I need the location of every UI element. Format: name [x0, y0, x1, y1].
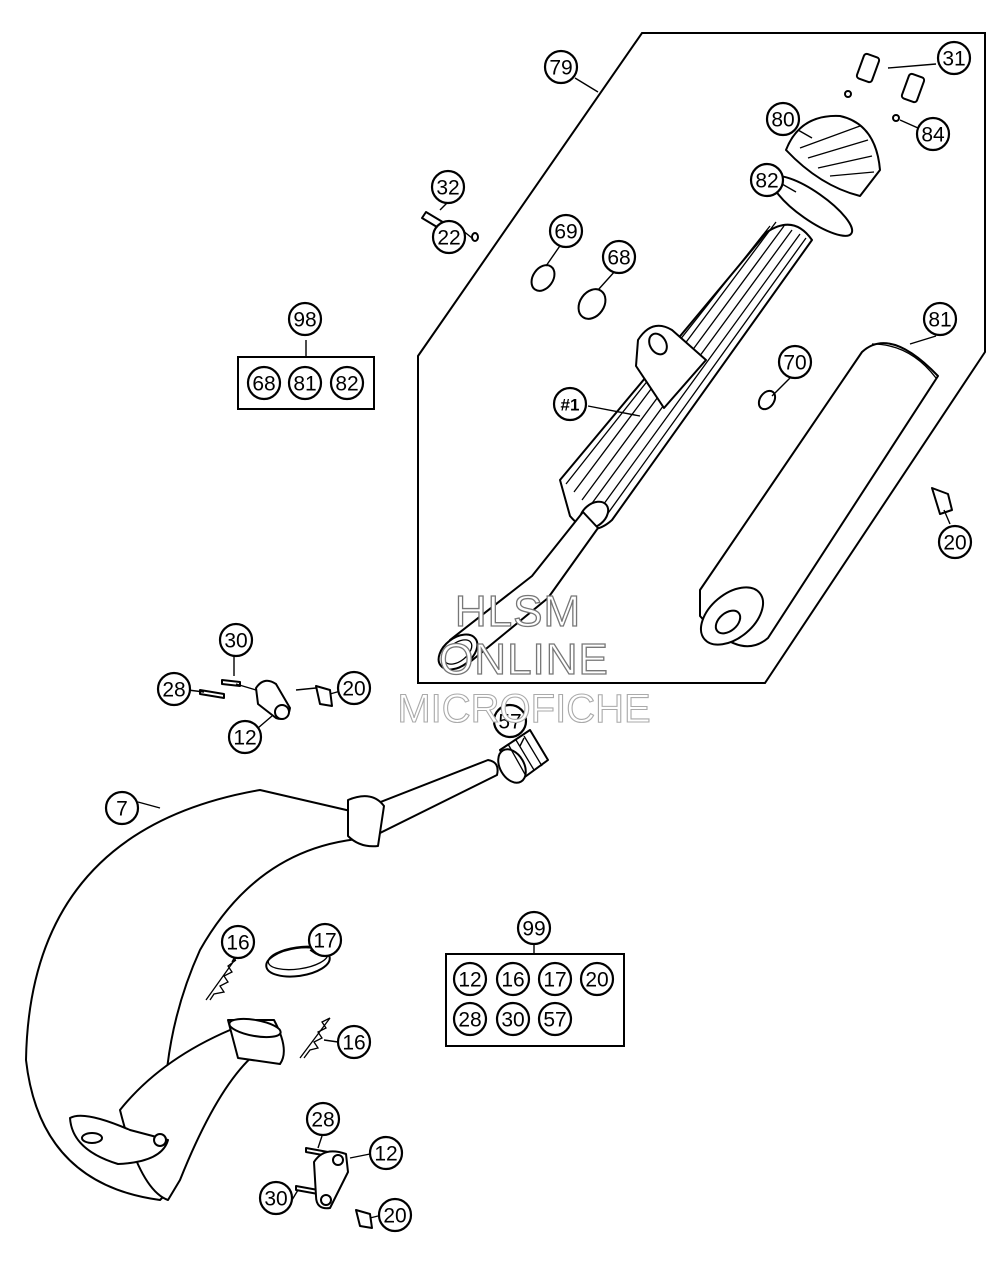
callout-69: 69	[548, 213, 584, 249]
kit-98-label: 98	[287, 301, 323, 337]
svg-text:28: 28	[458, 1009, 481, 1032]
svg-text:82: 82	[335, 373, 358, 396]
svg-text:70: 70	[783, 352, 806, 375]
kit-99-item: 16	[495, 961, 531, 997]
kit-99-label: 99	[516, 910, 552, 946]
svg-text:17: 17	[543, 969, 566, 992]
svg-text:16: 16	[226, 932, 249, 955]
callout-79: 79	[543, 49, 579, 85]
watermark-line-1: HLSM	[455, 587, 581, 636]
svg-text:20: 20	[943, 532, 966, 555]
svg-text:32: 32	[436, 177, 459, 200]
svg-text:69: 69	[554, 221, 577, 244]
svg-text:30: 30	[264, 1188, 287, 1211]
svg-text:80: 80	[771, 109, 794, 132]
kit-98-item: 68	[246, 365, 282, 401]
washer-70	[757, 389, 777, 411]
kit-99-item: 12	[452, 961, 488, 997]
kit-99-item: 28	[452, 1001, 488, 1037]
kit-98: 98 68 81 82	[237, 301, 375, 410]
silencer-inlet-pipe	[437, 511, 599, 671]
rubber-grommet	[577, 288, 607, 320]
kit-98-item: 81	[287, 365, 323, 401]
callout-20-upper: 20	[336, 670, 372, 706]
svg-text:98: 98	[293, 309, 316, 332]
svg-text:31: 31	[942, 48, 965, 71]
leader-lines	[137, 63, 951, 1219]
kit-99-item: 17	[537, 961, 573, 997]
silencer-assembly-frame	[417, 32, 986, 684]
svg-text:20: 20	[383, 1205, 406, 1228]
callout-28-lower: 28	[305, 1101, 341, 1137]
svg-text:30: 30	[501, 1009, 524, 1032]
watermark-line-2: ONLINE	[439, 635, 609, 684]
callout-17: 17	[307, 922, 343, 958]
svg-text:30: 30	[224, 630, 247, 653]
watermark-line-3: MICROFICHE	[397, 687, 650, 731]
callout-31: 31	[936, 40, 972, 76]
callout-57: 57	[492, 703, 528, 739]
bolts-31	[844, 52, 926, 122]
svg-text:17: 17	[313, 930, 336, 953]
callout-22: 22	[431, 219, 467, 255]
silencer-sleeve	[699, 342, 939, 648]
kit-99-item: 20	[579, 961, 615, 997]
svg-text:20: 20	[342, 678, 365, 701]
callout-20-frame: 20	[937, 524, 973, 560]
callout-12-upper: 12	[227, 719, 263, 755]
svg-text:57: 57	[498, 711, 521, 734]
svg-text:79: 79	[549, 57, 572, 80]
svg-text:#1: #1	[561, 396, 580, 415]
callout-16-right: 16	[336, 1024, 372, 1060]
sleeve-coupling	[497, 729, 549, 784]
spring-16a	[205, 957, 237, 1001]
svg-text:12: 12	[458, 969, 481, 992]
callout-20-lower: 20	[377, 1197, 413, 1233]
svg-text:28: 28	[311, 1109, 334, 1132]
svg-text:28: 28	[162, 679, 185, 702]
svg-text:81: 81	[293, 373, 316, 396]
callout-30-lower: 30	[258, 1180, 294, 1216]
svg-text:22: 22	[437, 227, 460, 250]
svg-text:81: 81	[928, 309, 951, 332]
svg-text:82: 82	[755, 170, 778, 193]
clip-nut	[931, 487, 953, 515]
callout-80: 80	[765, 101, 801, 137]
callout-81: 81	[922, 301, 958, 337]
callout-28-upper: 28	[156, 671, 192, 707]
callout-7: 7	[104, 790, 140, 826]
svg-text:7: 7	[116, 798, 128, 821]
svg-text:20: 20	[585, 969, 608, 992]
svg-text:57: 57	[543, 1009, 566, 1032]
svg-text:68: 68	[607, 247, 630, 270]
callout-82: 82	[749, 162, 785, 198]
svg-text:99: 99	[522, 918, 545, 941]
svg-text:16: 16	[342, 1032, 365, 1055]
callout-1: #1	[552, 386, 588, 422]
svg-text:16: 16	[501, 969, 524, 992]
kit-98-item: 82	[329, 365, 365, 401]
callout-12-lower: 12	[368, 1135, 404, 1171]
svg-text:84: 84	[921, 124, 945, 147]
callout-30-upper: 30	[218, 622, 254, 658]
callout-84: 84	[915, 116, 951, 152]
callout-68: 68	[601, 239, 637, 275]
callout-32: 32	[430, 169, 466, 205]
washer-69	[530, 264, 556, 292]
callout-16-left: 16	[220, 924, 256, 960]
muffler-body	[559, 221, 813, 530]
kit-99: 99 12 16 17 20 28 30 57	[445, 910, 625, 1047]
svg-text:12: 12	[374, 1143, 397, 1166]
svg-text:12: 12	[233, 727, 256, 750]
svg-text:68: 68	[252, 373, 275, 396]
spring-16b	[299, 1017, 331, 1059]
upper-bracket-assembly	[199, 679, 333, 720]
kit-99-item: 30	[495, 1001, 531, 1037]
lower-bracket-assembly	[295, 1147, 373, 1229]
exhaust-pipe	[25, 759, 499, 1201]
kit-99-item: 57	[537, 1001, 573, 1037]
watermark: HLSM ONLINE MICROFICHE	[397, 586, 651, 731]
callout-70: 70	[777, 344, 813, 380]
